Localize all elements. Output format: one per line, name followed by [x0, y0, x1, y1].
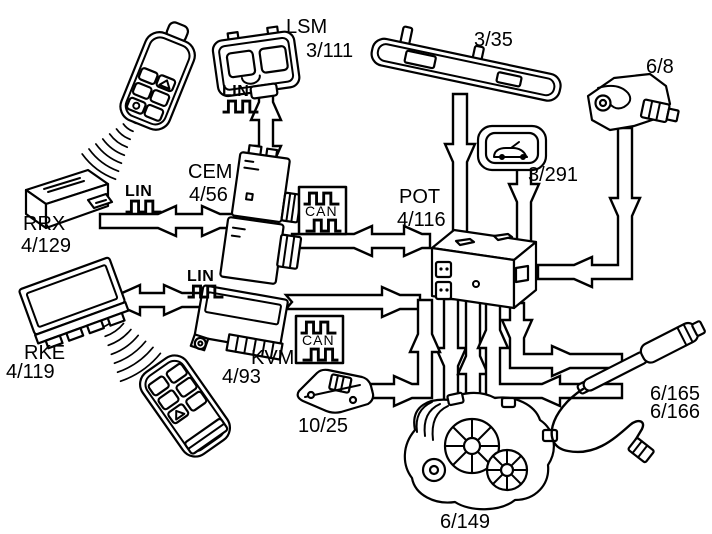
cem-id-label: 4/56: [189, 184, 228, 206]
remote-key-icon: [138, 354, 232, 458]
arrow-handle-pot: [363, 298, 442, 408]
pot-id-label: 4/116: [397, 209, 446, 231]
strut-id-b-label: 6/166: [650, 401, 700, 423]
strut-id-a-label: 6/165: [650, 383, 700, 405]
remote-key-icon: [119, 21, 196, 131]
rrx-id-label: 4/129: [21, 235, 71, 257]
can-bus-label: CAN: [302, 332, 335, 348]
square-wave-icon: [222, 99, 259, 114]
lin-bus-label: LIN: [187, 268, 214, 285]
kvm-label: KVM: [251, 347, 294, 369]
lsm-label: LSM: [286, 16, 327, 38]
moulding-id-label: 3/35: [474, 29, 513, 51]
arrow-rrx-cem: [98, 204, 236, 238]
arrow-kvm-pot: [283, 285, 422, 319]
lin-label-rrx: LIN: [125, 183, 162, 214]
cem-module-icon: [219, 144, 303, 285]
rke-label: RKE: [24, 342, 65, 364]
lsm-id-label: 3/111: [306, 40, 353, 62]
can-symbol-icon: CAN: [294, 314, 345, 365]
rrx-module-icon: [24, 168, 114, 230]
square-wave-icon: [125, 199, 162, 214]
lin-label-lsm: LIN: [222, 83, 259, 114]
switch-id-label: 3/291: [528, 164, 578, 186]
handle-id-label: 10/25: [298, 415, 348, 437]
strut-icon: [550, 320, 706, 464]
radio-waves-upper: [81, 118, 137, 181]
lin-bus-label: LIN: [222, 83, 249, 100]
lock-id-label: 6/8: [646, 56, 674, 78]
arrow-pot-strut: [500, 301, 624, 378]
lock-icon: [586, 72, 680, 132]
cem-label: CEM: [188, 161, 232, 183]
kvm-module-icon: [189, 284, 289, 361]
can-bus-label: CAN: [305, 203, 338, 219]
radio-waves-icon: [81, 118, 162, 383]
handle-icon: [296, 368, 375, 414]
arrow-cem-pot: [290, 224, 432, 258]
lin-bus-label: LIN: [125, 183, 152, 200]
moulding-icon: [370, 25, 562, 102]
arrow-lock-pot: [536, 126, 642, 289]
rrx-label: RRX: [23, 213, 65, 235]
can-symbol-icon: CAN: [297, 185, 348, 236]
lin-label-kvm: LIN: [187, 268, 224, 299]
drive-unit-icon: [403, 391, 559, 511]
tailgate-switch-icon: [476, 124, 548, 172]
light-switch-module-icon: [211, 25, 301, 100]
pot-label: POT: [399, 186, 440, 208]
rke-module-icon: [18, 256, 130, 350]
kvm-id-label: 4/93: [222, 366, 261, 388]
arrow-moulding-pot: [443, 92, 477, 242]
drive-unit-id-label: 6/149: [440, 511, 490, 533]
rke-id-label: 4/119: [6, 361, 55, 383]
pot-module-icon: [430, 228, 538, 310]
